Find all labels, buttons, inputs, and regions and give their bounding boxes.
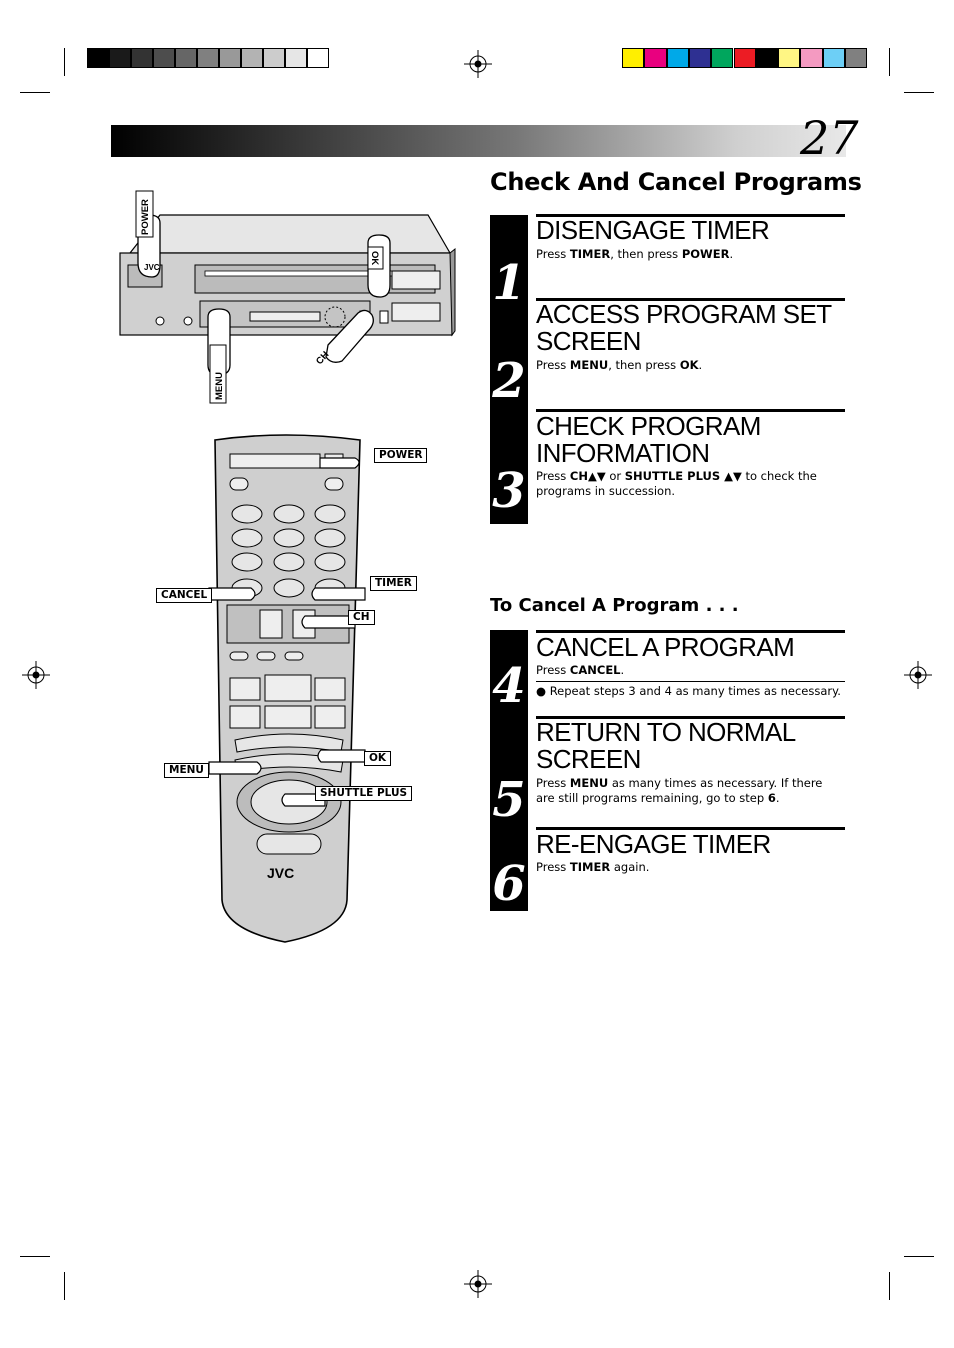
remote-illustration: JVC: [208, 434, 366, 943]
page-number: 27: [800, 111, 859, 165]
remote-brand: JVC: [267, 865, 294, 881]
calibration-swatch: [845, 48, 868, 68]
step-text: Press TIMER again.: [536, 860, 650, 874]
step-rule: [536, 716, 845, 719]
remote-shuttle-callout: SHUTTLE PLUS: [315, 786, 413, 801]
step-text: Press MENU, then press OK.: [536, 358, 703, 372]
step-number: 6: [492, 856, 526, 912]
calibration-swatch: [131, 48, 153, 68]
step-rule: [536, 409, 845, 412]
step-rule: [536, 630, 845, 633]
step-title: RETURN TO NORMAL SCREEN: [536, 717, 795, 774]
crop-mark: [889, 1272, 890, 1300]
calibration-swatch: [241, 48, 263, 68]
calibration-swatch: [109, 48, 131, 68]
step-number-block-1-3: 1 2 3: [490, 215, 528, 524]
vcr-power-label: POWER: [140, 199, 151, 235]
step-title: DISENGAGE TIMER: [536, 215, 770, 245]
calibration-swatch: [822, 48, 845, 68]
crop-mark: [20, 92, 50, 93]
step-title: CHECK PROGRAM INFORMATION: [536, 411, 761, 468]
vcr-brand: JVC: [144, 263, 160, 272]
registration-mark-top: [464, 50, 492, 78]
crop-mark: [904, 1256, 934, 1257]
calibration-swatch: [285, 48, 307, 68]
calibration-swatch: [197, 48, 219, 68]
step-title: RE-ENGAGE TIMER: [536, 829, 771, 859]
calibration-swatch: [755, 48, 779, 68]
step-text: Press CANCEL.: [536, 663, 625, 677]
step-text: Press TIMER, then press POWER.: [536, 247, 734, 261]
step-number-block-4-6: 4 5 6: [490, 630, 528, 911]
crop-mark: [64, 1272, 65, 1300]
crop-mark: [20, 1256, 50, 1257]
calibration-swatch: [153, 48, 175, 68]
calibration-swatch: [175, 48, 197, 68]
registration-mark-bottom: [464, 1270, 492, 1298]
vcr-illustration: JVC POWER OK MENU CH: [119, 190, 456, 404]
calibration-swatch: [711, 48, 734, 68]
registration-mark-left: [22, 661, 50, 689]
step-title: CANCEL A PROGRAM: [536, 632, 795, 662]
remote-ok-callout: OK: [364, 751, 392, 766]
calibration-swatch: [219, 48, 241, 68]
remote-ch-callout: CH: [348, 610, 375, 625]
calibration-swatch: [688, 48, 712, 68]
remote-power-callout: POWER: [374, 448, 428, 463]
step-rule: [536, 214, 845, 217]
step-note: ● Repeat steps 3 and 4 as many times as …: [536, 684, 841, 698]
calibration-swatch: [800, 48, 823, 68]
step-number: 5: [492, 772, 526, 828]
crop-mark: [64, 48, 65, 76]
step-number: 1: [492, 255, 526, 311]
cancel-heading: To Cancel A Program . . .: [490, 595, 739, 616]
step-number: 4: [492, 658, 526, 714]
divider: [536, 681, 845, 682]
step-number: 3: [492, 463, 526, 519]
calibration-swatch: [622, 48, 645, 68]
step-title: ACCESS PROGRAM SET SCREEN: [536, 299, 832, 356]
step-text: Press CH▲▼ or SHUTTLE PLUS ▲▼ to check t…: [536, 469, 817, 498]
calibration-swatch: [263, 48, 285, 68]
remote-cancel-callout: CANCEL: [156, 588, 213, 603]
step-text: Press MENU as many times as necessary. I…: [536, 776, 823, 805]
step-rule: [536, 298, 845, 301]
remote-timer-callout: TIMER: [370, 576, 417, 591]
crop-mark: [889, 48, 890, 76]
registration-mark-right: [904, 661, 932, 689]
calibration-swatch: [644, 48, 667, 68]
calibration-swatch: [778, 48, 801, 68]
calibration-swatch: [87, 48, 109, 68]
header-gradient-bar: [111, 125, 846, 157]
calibration-swatch: [666, 48, 689, 68]
step-number: 2: [492, 353, 526, 409]
calibration-swatch: [307, 48, 329, 68]
section-title: Check And Cancel Programs: [490, 168, 862, 196]
calibration-swatch: [733, 48, 756, 68]
crop-mark: [904, 92, 934, 93]
vcr-menu-label: MENU: [214, 372, 225, 400]
step-rule: [536, 827, 845, 830]
vcr-ok-label: OK: [369, 251, 380, 265]
remote-menu-callout: MENU: [164, 763, 209, 778]
